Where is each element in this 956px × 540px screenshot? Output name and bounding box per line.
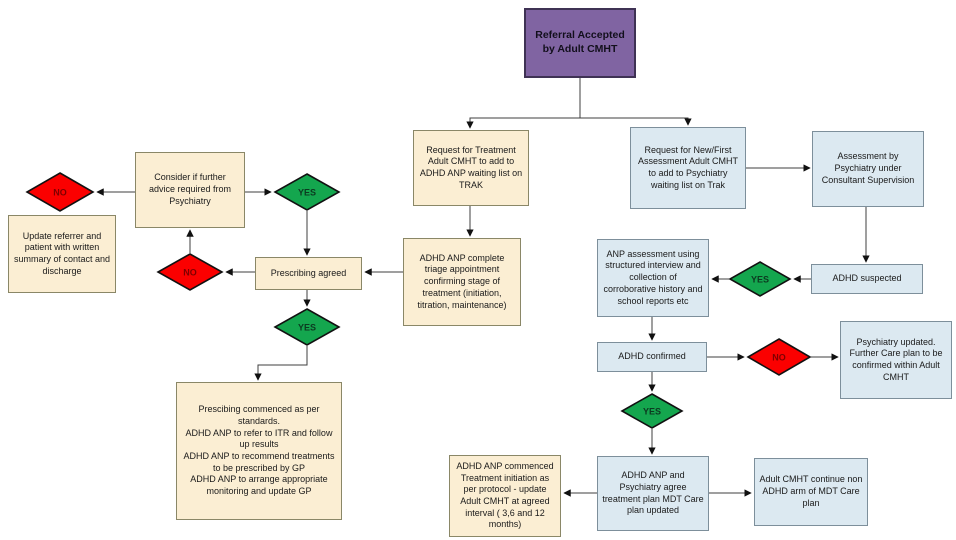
node-treatment-plan-agreed: ADHD ANP and Psychiatry agree treatment …: [597, 456, 709, 531]
node-treatment-initiation: ADHD ANP commenced Treatment initiation …: [449, 455, 561, 537]
node-triage-appointment: ADHD ANP complete triage appointment con…: [403, 238, 521, 326]
decision-no-advice: NO: [25, 172, 95, 212]
decision-yes-confirmed-label: YES: [643, 407, 661, 417]
node-request-treatment: Request for Treatment Adult CMHT to add …: [413, 130, 529, 206]
decision-yes-suspected: YES: [728, 261, 792, 297]
decision-yes-advice-label: YES: [298, 188, 316, 198]
node-assessment-psychiatry: Assessment by Psychiatry under Consultan…: [812, 131, 924, 207]
node-prescribing-standards: Prescibing commenced as per standards. A…: [176, 382, 342, 520]
node-adhd-confirmed: ADHD confirmed: [597, 342, 707, 372]
node-update-referrer-discharge: Update referrer and patient with written…: [8, 215, 116, 293]
node-psychiatry-updated: Psychiatry updated. Further Care plan to…: [840, 321, 952, 399]
decision-yes-confirmed: YES: [620, 393, 684, 429]
decision-no-advice-label: NO: [53, 188, 67, 198]
node-adhd-suspected: ADHD suspected: [811, 264, 923, 294]
decision-no-prescribing-label: NO: [183, 268, 197, 278]
decision-yes-prescribing: YES: [273, 308, 341, 346]
connector-referral-to-assessment: [580, 117, 692, 126]
decision-no-confirmed: NO: [746, 338, 812, 376]
decision-no-confirmed-label: NO: [772, 353, 786, 363]
decision-yes-suspected-label: YES: [751, 275, 769, 285]
node-prescribing-agreed: Prescribing agreed: [255, 257, 362, 290]
node-request-first-assessment: Request for New/First Assessment Adult C…: [630, 127, 746, 209]
node-consider-further-advice: Consider if further advice required from…: [135, 152, 245, 228]
node-anp-assessment: ANP assessment using structured intervie…: [597, 239, 709, 317]
decision-no-prescribing: NO: [156, 253, 224, 291]
connector-referral-to-treatment: [466, 117, 580, 129]
connector-yes-to-standards: [254, 346, 308, 381]
decision-yes-advice: YES: [273, 173, 341, 211]
node-adult-cmht-continue: Adult CMHT continue non ADHD arm of MDT …: [754, 458, 868, 526]
node-referral-accepted: Referral Accepted by Adult CMHT: [524, 8, 636, 78]
decision-yes-prescribing-label: YES: [298, 323, 316, 333]
